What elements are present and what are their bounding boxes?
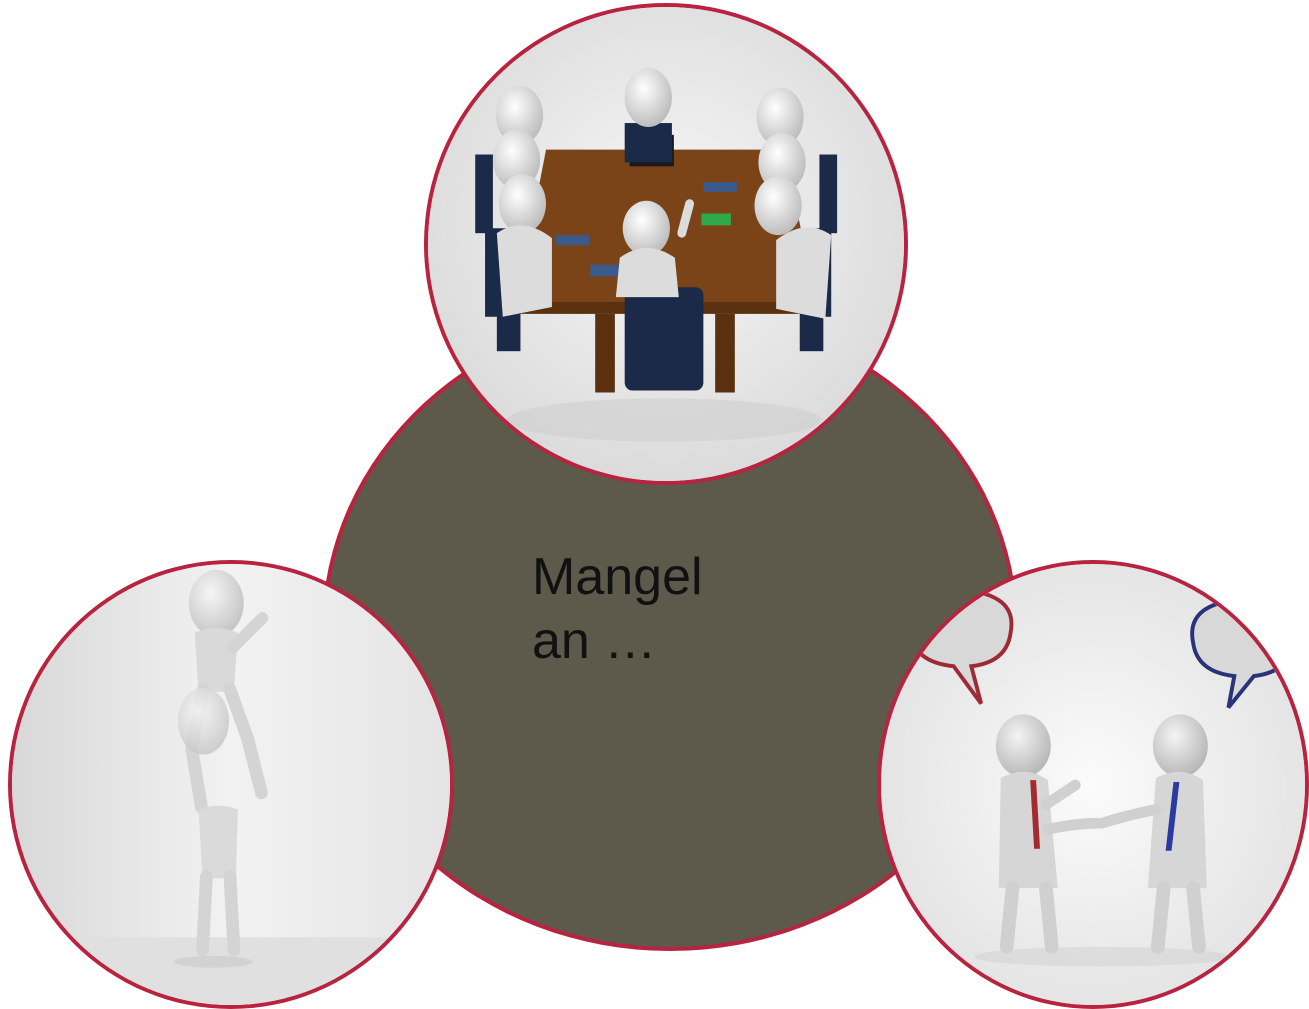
meeting-illustration: [428, 7, 904, 481]
climbing-figures-image: [8, 560, 454, 1009]
meeting-table-image: [424, 3, 908, 485]
center-label: Mangel an …: [532, 548, 703, 670]
climbing-illustration: [12, 564, 450, 1005]
conversation-image: [877, 560, 1309, 1009]
conversation-illustration: [881, 564, 1305, 1005]
